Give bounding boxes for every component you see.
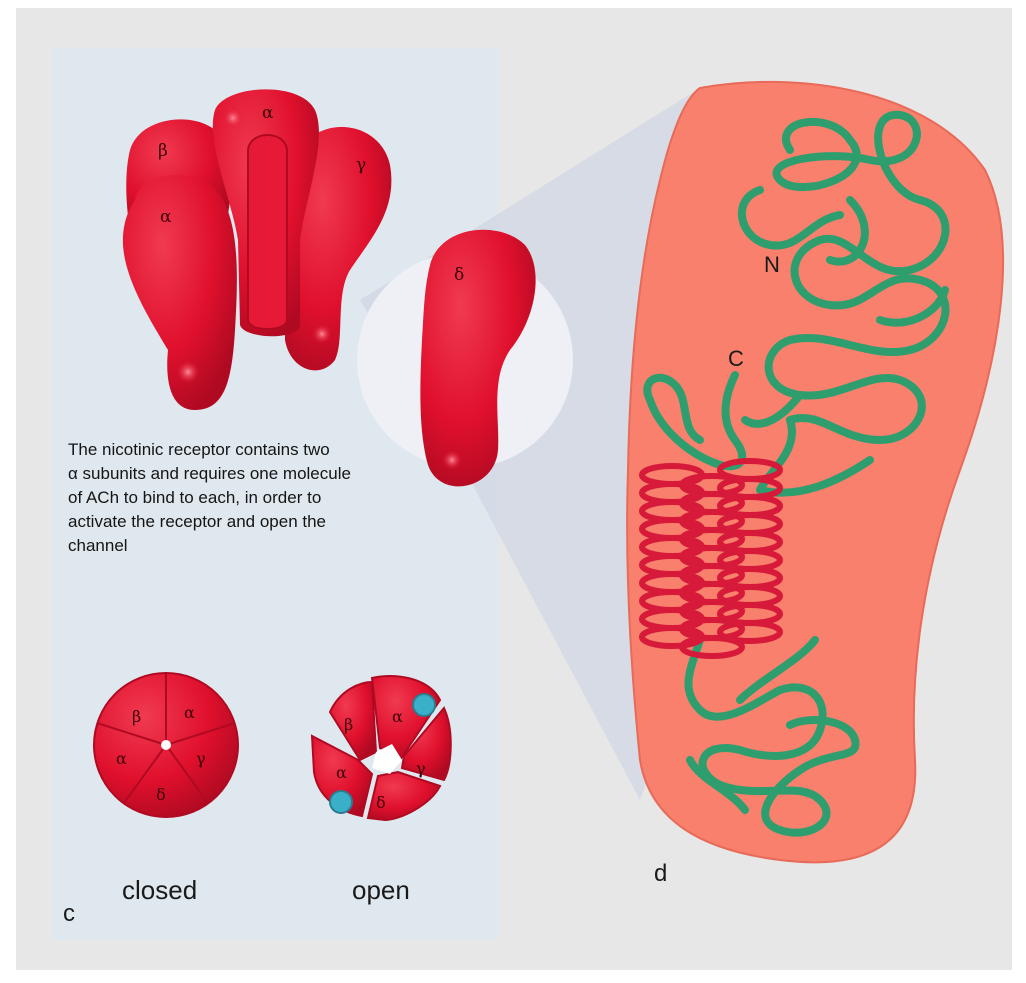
open-ring: β α γ δ α	[312, 676, 451, 820]
assembly-beta-label: β	[158, 141, 168, 161]
caption-line: channel	[68, 534, 388, 558]
open-subunit-label: α	[336, 763, 347, 782]
c-terminus-label: C	[728, 346, 744, 371]
n-terminus-label: N	[764, 252, 780, 277]
assembly-alpha-left-label: α	[160, 207, 172, 227]
caption-line: The nicotinic receptor contains two	[68, 438, 388, 462]
alpha-top-groove	[248, 135, 287, 329]
closed-subunit-label: α	[116, 749, 127, 768]
closed-subunit-label: δ	[156, 785, 166, 804]
caption-line: α subunits and requires one molecule	[68, 462, 388, 486]
receptor-assembly: α β γ α	[123, 89, 392, 410]
panel-d-label: d	[654, 860, 667, 888]
open-label: open	[352, 875, 410, 906]
caption: The nicotinic receptor contains two α su…	[68, 438, 388, 558]
panel-c-label: c	[63, 900, 75, 928]
caption-line: of ACh to bind to each, in order to	[68, 486, 388, 510]
open-subunit-label: β	[344, 715, 353, 734]
closed-ring: β α γ δ α	[94, 673, 238, 817]
ach-molecule	[330, 791, 352, 813]
delta-label: δ	[454, 265, 464, 285]
caption-line: activate the receptor and open the	[68, 510, 388, 534]
open-subunit-label: α	[392, 707, 403, 726]
alpha-left-highlight	[176, 360, 200, 384]
closed-pore	[161, 740, 171, 750]
closed-subunit-label: α	[184, 703, 195, 722]
alpha-top-highlight	[223, 108, 243, 128]
delta-highlight	[442, 450, 462, 470]
assembly-alpha-top-label: α	[262, 103, 274, 123]
open-subunit-label: γ	[416, 759, 426, 778]
assembly-gamma-label: γ	[356, 155, 366, 175]
open-subunit-label: δ	[376, 793, 386, 812]
ach-molecule	[413, 694, 435, 716]
closed-subunit-label: β	[132, 707, 141, 726]
gamma-highlight	[312, 324, 332, 344]
closed-subunit-label: γ	[196, 749, 206, 768]
closed-label: closed	[122, 875, 197, 906]
